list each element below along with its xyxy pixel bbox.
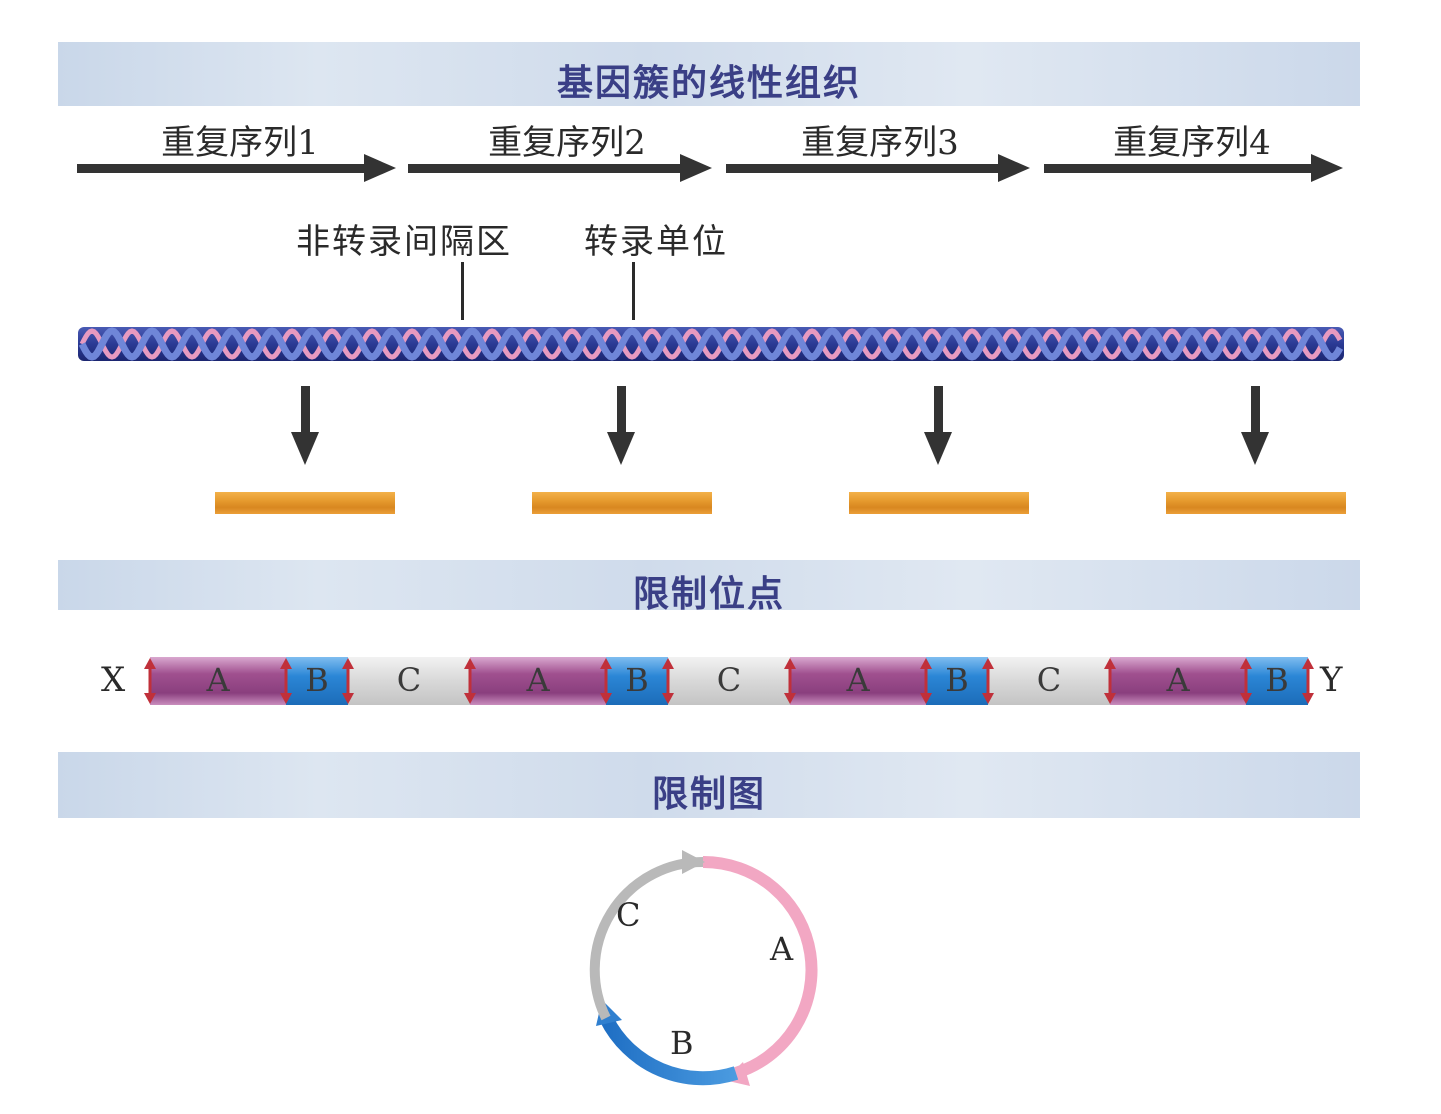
section-title-restriction-map: 限制图 bbox=[651, 773, 766, 815]
transcript-3 bbox=[849, 492, 1029, 514]
segment-b-5 bbox=[606, 657, 668, 705]
cut-site-7 bbox=[784, 658, 796, 704]
cut-site-3 bbox=[342, 658, 354, 704]
right-end-label: Y bbox=[1320, 660, 1343, 700]
transcription-unit-label: 转录单位 bbox=[584, 222, 728, 262]
repeat-label-2: 重复序列2 bbox=[488, 123, 646, 163]
left-end-label: X bbox=[101, 660, 126, 700]
section-band-linear-organization: 基因簇的线性组织 bbox=[58, 42, 1360, 106]
segment-c-3 bbox=[348, 657, 470, 705]
segment-b-2 bbox=[286, 657, 348, 705]
cut-site-11 bbox=[1240, 658, 1252, 704]
repeat-arrow-2 bbox=[408, 154, 712, 182]
cut-site-5 bbox=[600, 658, 612, 704]
repeat-arrows bbox=[77, 154, 1343, 182]
cut-site-6 bbox=[662, 658, 674, 704]
segment-c-6 bbox=[668, 657, 790, 705]
section-title-restriction-sites: 限制位点 bbox=[632, 573, 785, 615]
down-arrow-2 bbox=[607, 386, 635, 465]
repeat-arrow-4 bbox=[1044, 154, 1343, 182]
segment-label-6: C bbox=[717, 661, 741, 699]
circular-map: C A B bbox=[589, 850, 818, 1086]
arc-b bbox=[599, 1014, 739, 1086]
segment-label-11: B bbox=[1265, 661, 1289, 699]
down-arrow-4 bbox=[1241, 386, 1269, 465]
section-band-restriction-sites: 限制位点 bbox=[58, 560, 1360, 615]
segment-label-2: B bbox=[305, 661, 329, 699]
cut-site-4 bbox=[464, 658, 476, 704]
repeat-arrow-1 bbox=[77, 154, 396, 182]
arc-c bbox=[589, 856, 704, 1021]
cut-site-9 bbox=[982, 658, 994, 704]
cut-site-1 bbox=[144, 658, 156, 704]
transcription-unit-pointer bbox=[632, 262, 635, 320]
arc-c-arrowhead bbox=[682, 850, 705, 874]
repeat-label-1: 重复序列1 bbox=[161, 123, 319, 163]
cut-site-2 bbox=[280, 658, 292, 704]
segment-a-1 bbox=[150, 657, 286, 705]
segment-label-4: A bbox=[525, 661, 550, 699]
dna-strand-blue bbox=[78, 327, 1344, 361]
transcript-4 bbox=[1166, 492, 1346, 514]
transcript-2 bbox=[532, 492, 712, 514]
segment-label-9: C bbox=[1037, 661, 1061, 699]
cut-site-12 bbox=[1302, 658, 1314, 704]
repeat-label-4: 重复序列4 bbox=[1113, 123, 1271, 163]
arc-a bbox=[702, 855, 818, 1079]
section-band-restriction-map: 限制图 bbox=[58, 752, 1360, 818]
cut-site-8 bbox=[920, 658, 932, 704]
segment-c-9 bbox=[988, 657, 1110, 705]
segment-label-1: A bbox=[205, 661, 230, 699]
spacer-label: 非转录间隔区 bbox=[296, 222, 512, 262]
segment-label-5: B bbox=[625, 661, 649, 699]
segment-b-11 bbox=[1246, 657, 1308, 705]
segment-a-10 bbox=[1110, 657, 1246, 705]
repeat-arrow-3 bbox=[726, 154, 1030, 182]
cut-site-10 bbox=[1104, 658, 1116, 704]
repeat-label-3: 重复序列3 bbox=[801, 123, 959, 163]
segment-label-3: C bbox=[397, 661, 421, 699]
segment-a-7 bbox=[790, 657, 926, 705]
segment-label-10: A bbox=[1165, 661, 1190, 699]
circle-label-b: B bbox=[670, 1024, 694, 1062]
circle-label-a: A bbox=[769, 930, 794, 968]
segment-label-7: A bbox=[845, 661, 870, 699]
segment-b-8 bbox=[926, 657, 988, 705]
segment-label-8: B bbox=[945, 661, 969, 699]
down-arrow-1 bbox=[291, 386, 319, 465]
circle-label-c: C bbox=[616, 896, 640, 934]
down-arrow-3 bbox=[924, 386, 952, 465]
dna-helix bbox=[78, 327, 1344, 361]
segment-a-4 bbox=[470, 657, 606, 705]
spacer-pointer bbox=[461, 262, 464, 320]
dna-strand-pink bbox=[79, 328, 1343, 360]
transcript-1 bbox=[215, 492, 395, 514]
section-title-linear-organization: 基因簇的线性组织 bbox=[556, 62, 861, 104]
transcription-arrows bbox=[291, 386, 1269, 465]
